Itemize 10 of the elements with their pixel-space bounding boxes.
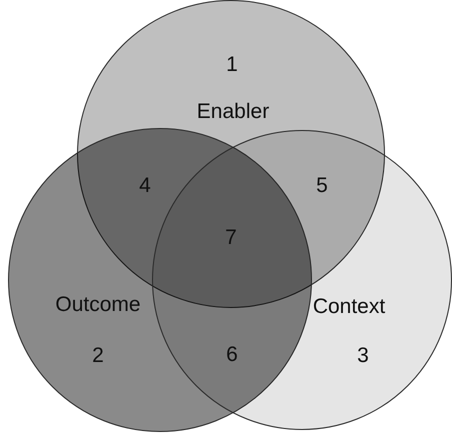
set-label: Outcome [55, 293, 141, 317]
set-label: Context [312, 295, 386, 319]
region-number: 2 [92, 344, 104, 368]
region-number: 7 [225, 226, 237, 250]
region-number: 3 [357, 344, 369, 368]
set-label: Enabler [196, 100, 270, 124]
region-number: 5 [316, 174, 328, 198]
region-number: 4 [139, 174, 151, 198]
region-number: 6 [226, 343, 238, 367]
region-number: 1 [226, 53, 238, 77]
